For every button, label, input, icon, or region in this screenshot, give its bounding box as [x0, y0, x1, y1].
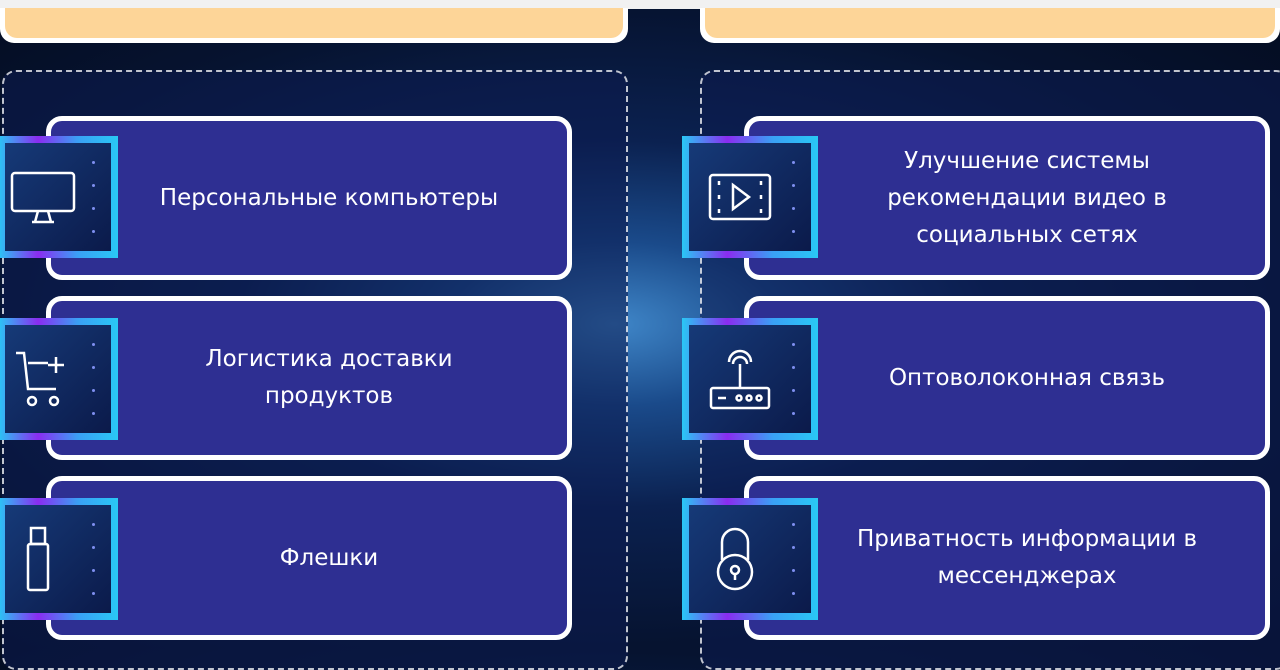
usb-drive-icon: [26, 526, 50, 592]
video-icon-box: [682, 136, 818, 258]
card-fiber-optic[interactable]: Оптоволоконная связь: [744, 296, 1270, 460]
card-flash-drives[interactable]: Флешки: [46, 476, 572, 640]
card-personal-computers[interactable]: Персональные компьютеры: [46, 116, 572, 280]
video-icon: [708, 173, 772, 221]
card-label: Персональные компьютеры: [159, 184, 499, 211]
top-strip: [0, 0, 1280, 9]
card-label: Улучшение системы рекомендации видео в с…: [887, 147, 1167, 248]
lock-icon-box: [682, 498, 818, 620]
card-label: Оптоволоконная связь: [888, 364, 1166, 391]
card-messenger-privacy[interactable]: Приватность информации в мессенджерах: [744, 476, 1270, 640]
left-header-bar: [0, 8, 628, 43]
usb-drive-icon-box: [0, 498, 118, 620]
card-label: Флешки: [279, 544, 379, 571]
card-video-recommendation[interactable]: Улучшение системы рекомендации видео в с…: [744, 116, 1270, 280]
cart-icon-box: [0, 318, 118, 440]
card-label: Логистика доставки продуктов: [205, 346, 453, 409]
router-icon: [709, 349, 771, 410]
lock-icon: [716, 527, 754, 591]
card-label: Приватность информации в мессенджерах: [856, 526, 1198, 589]
monitor-icon-box: [0, 136, 118, 258]
card-logistics[interactable]: Логистика доставки продуктов: [46, 296, 572, 460]
cart-icon: [16, 351, 64, 407]
router-icon-box: [682, 318, 818, 440]
monitor-icon: [10, 171, 76, 224]
right-header-bar: [700, 8, 1280, 43]
